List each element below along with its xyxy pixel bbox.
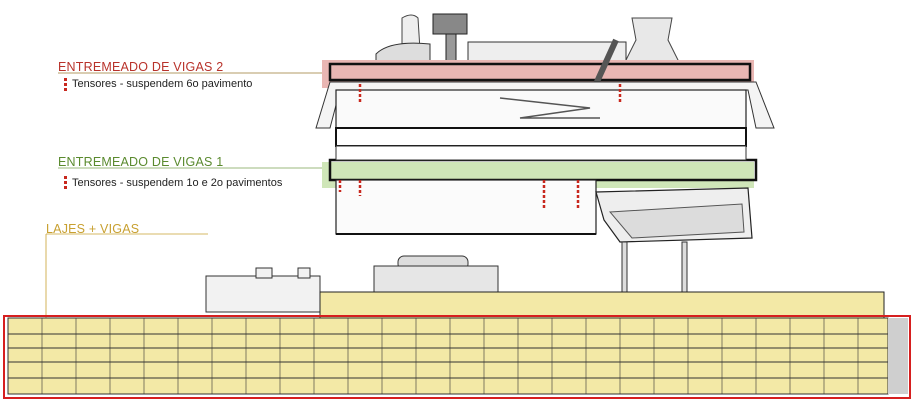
base-shadow <box>888 318 908 394</box>
upper-volume <box>315 13 775 243</box>
base-grid <box>7 318 888 394</box>
tensor-icon <box>64 78 67 92</box>
support-columns <box>373 241 688 295</box>
podium <box>3 291 911 399</box>
vigas2-title: ENTREMEADO DE VIGAS 2 <box>58 60 224 74</box>
roof-deck <box>467 41 627 63</box>
base-fill <box>7 317 889 395</box>
base-frame <box>3 315 911 399</box>
diagonal-strut <box>593 38 619 86</box>
roof-hopper <box>623 17 681 65</box>
upper-canopy <box>315 81 775 129</box>
core-block <box>373 265 499 295</box>
roof-tower <box>432 13 468 35</box>
roof-cap-left <box>375 42 431 63</box>
vigas2-note: Tensores - suspendem 6o pavimento <box>72 78 253 90</box>
left-annex <box>205 267 321 313</box>
vigas1-note: Tensores - suspendem 1o e 2o pavimentos <box>72 177 283 189</box>
leader-lines <box>45 72 322 318</box>
tensor-icon <box>64 176 67 190</box>
lajes-title: LAJES + VIGAS <box>46 222 140 236</box>
vigas1-title: ENTREMEADO DE VIGAS 1 <box>58 155 224 169</box>
